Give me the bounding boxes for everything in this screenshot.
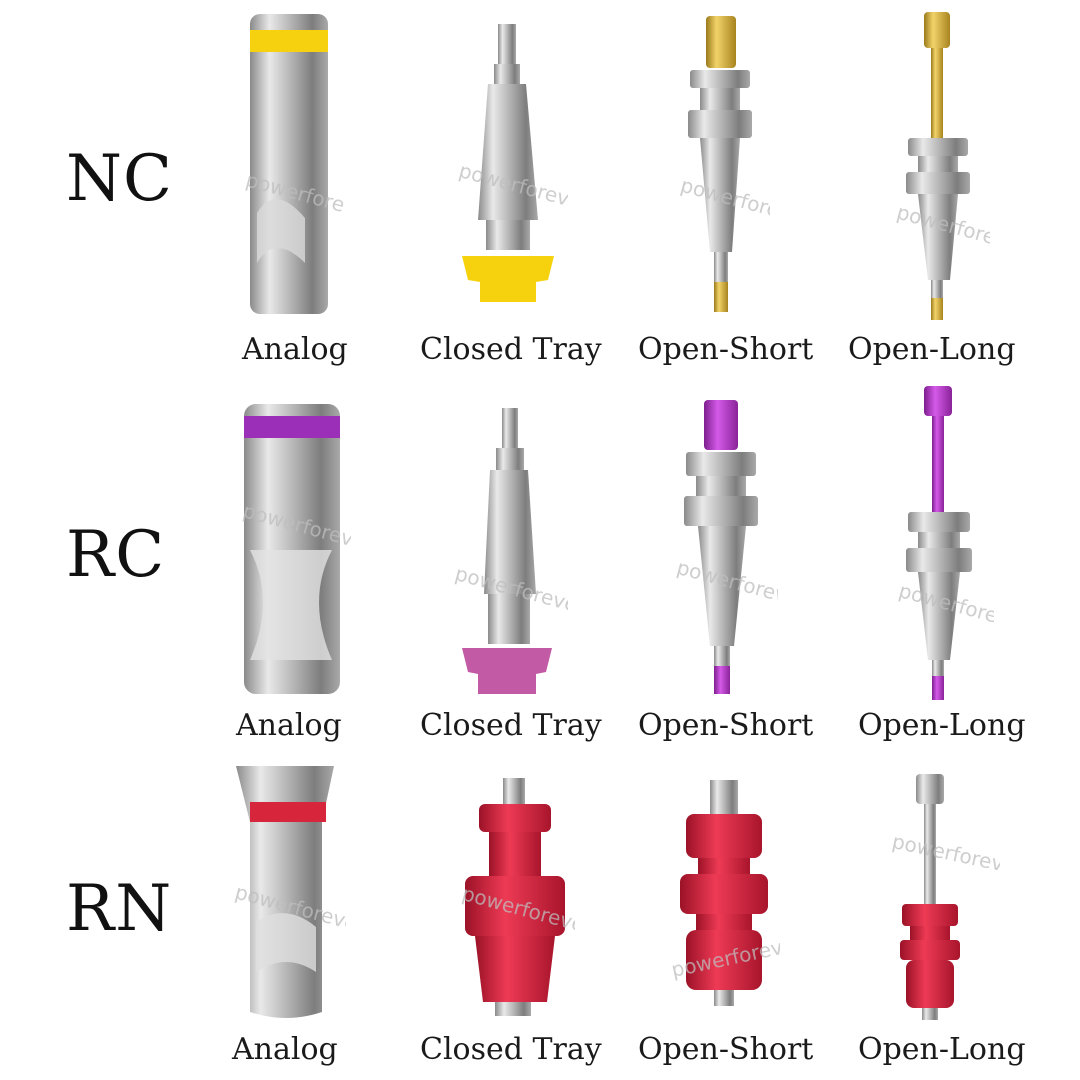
row-rc: RC powerforever Analog powerforever Clos… [0,380,1080,750]
caption-rn-closed-tray: Closed Tray [420,1032,602,1067]
analog-rn-image: powerforever [233,766,346,1018]
open-long-rc-image: powerforever [896,386,994,700]
caption-rn-open-short: Open-Short [638,1032,814,1067]
closed-tray-rc-image: powerforever [453,408,568,694]
open-short-nc-image: powerforever [678,16,770,312]
closed-tray-nc-image: powerforever [456,24,568,302]
accent-band [250,802,326,822]
row-nc: NC powerforever Analog powerforever Clos… [0,0,1080,370]
row-label-rn: RN [66,872,173,946]
caption-nc-open-long: Open-Long [848,332,1016,367]
caption-nc-analog: Analog [242,332,348,367]
open-long-nc-image: powerforever [894,12,990,320]
svg-text:powerforever: powerforever [890,829,1000,880]
open-short-rc-image: powerforever [674,400,778,694]
caption-rn-analog: Analog [232,1032,338,1067]
accent-band [250,30,328,52]
accent-band [244,416,340,438]
open-long-rn-image: powerforever [890,774,1000,1020]
row-rn: RN powerforever Analog powerforever Clos… [0,760,1080,1080]
closed-tray-rn-image: powerforever [460,778,575,1016]
row-label-rc: RC [66,518,166,592]
caption-rc-analog: Analog [236,708,342,743]
row-label-nc: NC [66,142,173,216]
caption-rn-open-long: Open-Long [858,1032,1026,1067]
analog-nc-image: powerforever [243,14,345,314]
caption-rc-open-long: Open-Long [858,708,1026,743]
open-short-rn-image: powerforever [670,780,780,1006]
analog-rc-image: powerforever [240,404,351,694]
caption-nc-open-short: Open-Short [638,332,814,367]
caption-rc-open-short: Open-Short [638,708,814,743]
caption-nc-closed-tray: Closed Tray [420,332,602,367]
caption-rc-closed-tray: Closed Tray [420,708,602,743]
